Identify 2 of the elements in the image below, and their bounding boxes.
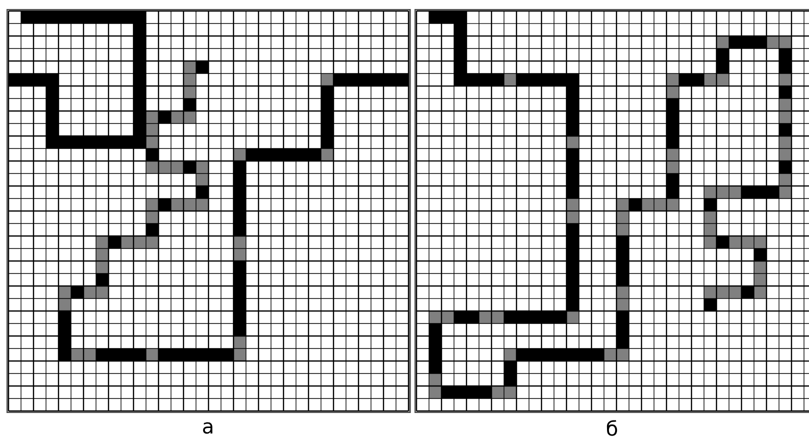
panel-label: б	[606, 420, 618, 436]
panel-label: а	[203, 422, 212, 434]
